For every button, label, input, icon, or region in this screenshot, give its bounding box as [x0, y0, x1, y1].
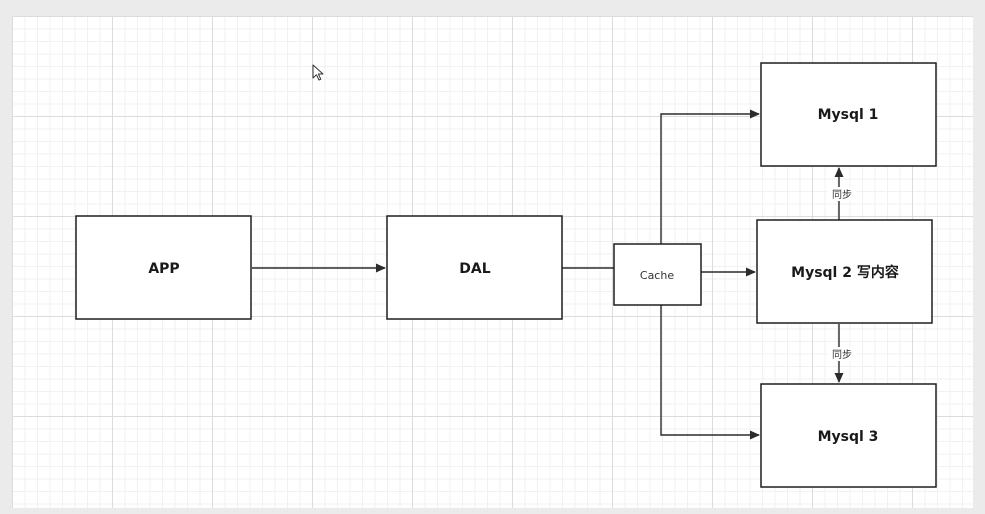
sync-up-label: 同步 — [832, 189, 852, 201]
sync-up-label-bg — [828, 187, 856, 201]
node-dal[interactable]: DAL — [386, 215, 563, 320]
node-mysql1[interactable]: Mysql 1 — [760, 62, 937, 167]
node-app[interactable]: APP — [75, 215, 252, 320]
edge-cache-to-mysql3[interactable] — [660, 305, 760, 440]
sync-down-label-bg — [828, 347, 856, 361]
edge-cache-to-mysql1[interactable] — [660, 109, 760, 244]
node-mysql3[interactable]: Mysql 3 — [760, 383, 937, 488]
sync-down-label: 同步 — [832, 349, 852, 361]
node-mysql1-label: Mysql 1 — [818, 107, 879, 123]
mouse-cursor-icon — [312, 64, 324, 81]
node-dal-label: DAL — [459, 261, 490, 277]
node-cache[interactable]: Cache — [613, 243, 702, 306]
node-mysql3-label: Mysql 3 — [818, 429, 879, 445]
node-mysql2[interactable]: Mysql 2 写内容 — [756, 219, 933, 324]
node-app-label: APP — [148, 261, 179, 277]
node-mysql2-label: Mysql 2 写内容 — [791, 264, 899, 281]
node-cache-label: Cache — [640, 269, 674, 282]
